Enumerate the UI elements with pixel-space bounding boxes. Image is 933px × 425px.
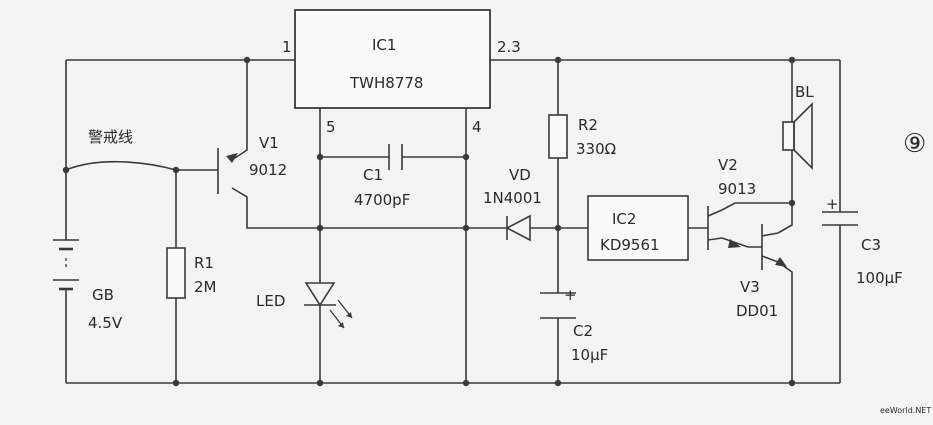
ic1-pin5: 5 bbox=[326, 118, 336, 136]
c1-value: 4700pF bbox=[354, 191, 410, 209]
tripwire-label: 警戒线 bbox=[88, 128, 133, 146]
r1-ref: R1 bbox=[194, 254, 214, 272]
v3-ref: V3 bbox=[740, 278, 760, 296]
ic2-ref: IC2 bbox=[612, 210, 636, 228]
ic1-pin1: 1 bbox=[282, 38, 292, 56]
v2-part: 9013 bbox=[718, 180, 756, 198]
v2-emitter-arrow-icon bbox=[728, 239, 741, 248]
r2-ref: R2 bbox=[578, 116, 598, 134]
v3-emitter-arrow-icon bbox=[775, 257, 787, 267]
v2-transistor: V2 9013 bbox=[707, 156, 756, 250]
v3-part: DD01 bbox=[736, 302, 778, 320]
vd-part: 1N4001 bbox=[483, 189, 542, 207]
c2-value: 10μF bbox=[571, 346, 608, 364]
vd-ref: VD bbox=[509, 166, 531, 184]
v1-emitter-arrow-icon bbox=[226, 153, 238, 163]
capacitor-c2: + C2 10μF bbox=[540, 286, 608, 364]
battery-gb: GB 4.5V bbox=[53, 239, 123, 332]
led-ref: LED bbox=[256, 292, 285, 310]
ic1-pin4: 4 bbox=[472, 118, 482, 136]
c3-ref: C3 bbox=[861, 236, 881, 254]
junction-dots bbox=[62, 56, 796, 387]
v1-transistor: V1 9012 bbox=[217, 134, 287, 194]
gb-value: 4.5V bbox=[88, 314, 123, 332]
ic1-pin23: 2.3 bbox=[497, 38, 521, 56]
r2-value: 330Ω bbox=[576, 140, 616, 158]
ic1-part: TWH8778 bbox=[349, 74, 423, 92]
led-diode: LED bbox=[256, 282, 353, 329]
ic2-block: IC2 KD9561 bbox=[587, 195, 689, 261]
c2-ref: C2 bbox=[573, 322, 593, 340]
v2-ref: V2 bbox=[718, 156, 738, 174]
capacitor-c1: C1 4700pF bbox=[354, 144, 410, 209]
c3-plus-sign: + bbox=[826, 195, 839, 213]
v1-ref: V1 bbox=[259, 134, 279, 152]
figure-number: ⑨ bbox=[903, 129, 926, 159]
resistor-r2: R2 330Ω bbox=[548, 114, 616, 159]
wire-v2-emitter bbox=[721, 237, 762, 248]
bl-ref: BL bbox=[795, 83, 814, 101]
watermark: eeWorld.NET bbox=[880, 406, 931, 415]
c3-value: 100μF bbox=[856, 269, 903, 287]
c1-ref: C1 bbox=[363, 166, 383, 184]
resistor-r1: R1 2M bbox=[166, 247, 217, 299]
wire-speaker bbox=[777, 60, 793, 234]
tripwire bbox=[65, 160, 177, 171]
wire-v2-collector bbox=[721, 202, 792, 211]
capacitor-c3: + C3 100μF bbox=[822, 195, 903, 287]
ic1-block: IC1 TWH8778 1 2.3 5 4 bbox=[282, 9, 521, 136]
wire-v3-emitter bbox=[777, 261, 793, 383]
r1-value: 2M bbox=[194, 278, 217, 296]
wire-v1-emitter bbox=[231, 60, 248, 161]
wire-v1-collector bbox=[231, 187, 490, 229]
c2-plus-sign: + bbox=[564, 286, 577, 304]
diode-vd: VD 1N4001 bbox=[483, 166, 542, 242]
v3-transistor: V3 DD01 bbox=[736, 224, 787, 320]
gb-ref: GB bbox=[92, 286, 114, 304]
ic1-ref: IC1 bbox=[372, 36, 396, 54]
speaker-bl: BL bbox=[782, 83, 814, 170]
speaker-icon bbox=[782, 121, 795, 151]
v1-part: 9012 bbox=[249, 161, 287, 179]
ic2-part: KD9561 bbox=[600, 236, 660, 254]
